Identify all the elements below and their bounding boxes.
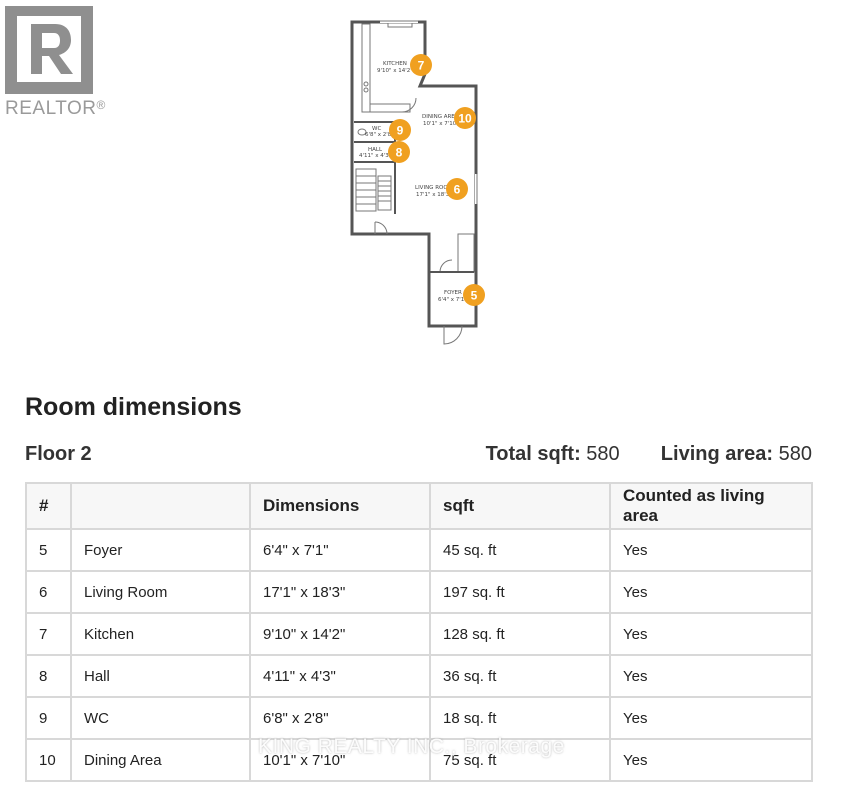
table-row: 6 Living Room 17'1" x 18'3" 197 sq. ft Y… — [25, 570, 813, 614]
table-header-row: # Dimensions sqft Counted as living area — [25, 482, 813, 530]
floor-plan-walls — [350, 20, 478, 328]
floor-plan-room-label: HALL — [368, 147, 383, 153]
table-row: 8 Hall 4'11" x 4'3" 36 sq. ft Yes — [25, 654, 813, 698]
floor-plan-room-label: FOYER — [444, 290, 462, 296]
cell-dimensions: 6'8" x 2'8" — [249, 696, 431, 740]
living-area-label: Living area: — [660, 443, 774, 465]
floor-plan-room-label: DINING AREA — [422, 114, 459, 120]
realtor-logo-text: REALTOR® — [5, 98, 106, 119]
header-room — [70, 482, 251, 530]
room-badge-kitchen: 7 — [410, 54, 432, 76]
table-row: 5 Foyer 6'4" x 7'1" 45 sq. ft Yes — [25, 528, 813, 572]
cell-number: 5 — [25, 528, 72, 572]
cell-sqft: 36 sq. ft — [429, 654, 611, 698]
total-sqft-label: Total sqft: — [485, 443, 581, 465]
table-row: 7 Kitchen 9'10" x 14'2" 128 sq. ft Yes — [25, 612, 813, 656]
floor-plan: KITCHEN 9'10" x 14'2" DINING AREA 10'1" … — [350, 20, 485, 345]
room-badge-foyer: 5 — [463, 284, 485, 306]
floor-plan-room-label: KITCHEN — [383, 61, 407, 67]
header-number: # — [25, 482, 72, 530]
cell-living-area: Yes — [609, 570, 813, 614]
floor-plan-room-label: WC — [372, 126, 381, 132]
cell-dimensions: 4'11" x 4'3" — [249, 654, 431, 698]
cell-room: Foyer — [70, 528, 251, 572]
cell-living-area: Yes — [609, 528, 813, 572]
cell-living-area: Yes — [609, 612, 813, 656]
room-badge-hall: 8 — [388, 141, 410, 163]
cell-sqft: 197 sq. ft — [429, 570, 611, 614]
cell-room: Hall — [70, 654, 251, 698]
room-badge-dining: 10 — [454, 107, 476, 129]
cell-sqft: 18 sq. ft — [429, 696, 611, 740]
cell-number: 8 — [25, 654, 72, 698]
svg-text:9: 9 — [397, 124, 404, 138]
svg-text:6: 6 — [454, 183, 461, 197]
floor-summary: Floor 2 Total sqft: 580 Living area: 580 — [25, 443, 812, 469]
cell-number: 7 — [25, 612, 72, 656]
header-sqft: sqft — [429, 482, 611, 530]
svg-text:10: 10 — [458, 112, 472, 126]
realtor-logo-icon — [5, 6, 93, 94]
floor-plan-details — [354, 20, 478, 345]
floor-name: Floor 2 — [25, 443, 92, 465]
section-title: Room dimensions — [25, 393, 242, 421]
table-row: 9 WC 6'8" x 2'8" 18 sq. ft Yes — [25, 696, 813, 740]
floor-plan-room-dims: 9'10" x 14'2" — [377, 68, 413, 74]
cell-living-area: Yes — [609, 654, 813, 698]
cell-number: 6 — [25, 570, 72, 614]
cell-sqft: 45 sq. ft — [429, 528, 611, 572]
cell-number: 9 — [25, 696, 72, 740]
header-dimensions: Dimensions — [249, 482, 431, 530]
cell-dimensions: 17'1" x 18'3" — [249, 570, 431, 614]
cell-dimensions: 9'10" x 14'2" — [249, 612, 431, 656]
cell-sqft: 75 sq. ft — [429, 738, 611, 782]
svg-text:5: 5 — [471, 289, 478, 303]
svg-text:8: 8 — [396, 146, 403, 160]
floor-plan-room-dims: 17'1" x 18'3" — [416, 192, 452, 198]
cell-sqft: 128 sq. ft — [429, 612, 611, 656]
cell-living-area: Yes — [609, 738, 813, 782]
room-badge-living: 6 — [446, 178, 468, 200]
cell-room: Dining Area — [70, 738, 251, 782]
floor-stats: Total sqft: 580 Living area: 580 — [486, 443, 812, 466]
floor-plan-room-dims: 4'11" x 4'3" — [359, 153, 391, 159]
header-living-area: Counted as living area — [609, 482, 813, 530]
floor-plan-room-dims: 6'8" x 2'8" — [365, 132, 394, 138]
room-dimensions-table: # Dimensions sqft Counted as living area… — [25, 482, 813, 782]
floor-plan-room-label: LIVING ROOM — [415, 185, 453, 191]
floor-plan-room-dims: 10'1" x 7'10" — [423, 121, 459, 127]
cell-number: 10 — [25, 738, 72, 782]
floor-plan-room-dims: 6'4" x 7'1" — [438, 297, 467, 303]
cell-dimensions: 6'4" x 7'1" — [249, 528, 431, 572]
svg-text:7: 7 — [418, 59, 425, 73]
cell-dimensions: 10'1" x 7'10" — [249, 738, 431, 782]
cell-room: Kitchen — [70, 612, 251, 656]
table-row: 10 Dining Area 10'1" x 7'10" 75 sq. ft Y… — [25, 738, 813, 782]
cell-living-area: Yes — [609, 696, 813, 740]
total-sqft-value: 580 — [586, 443, 620, 465]
room-badge-wc: 9 — [389, 119, 411, 141]
cell-room: WC — [70, 696, 251, 740]
living-area-value: 580 — [778, 443, 812, 465]
cell-room: Living Room — [70, 570, 251, 614]
